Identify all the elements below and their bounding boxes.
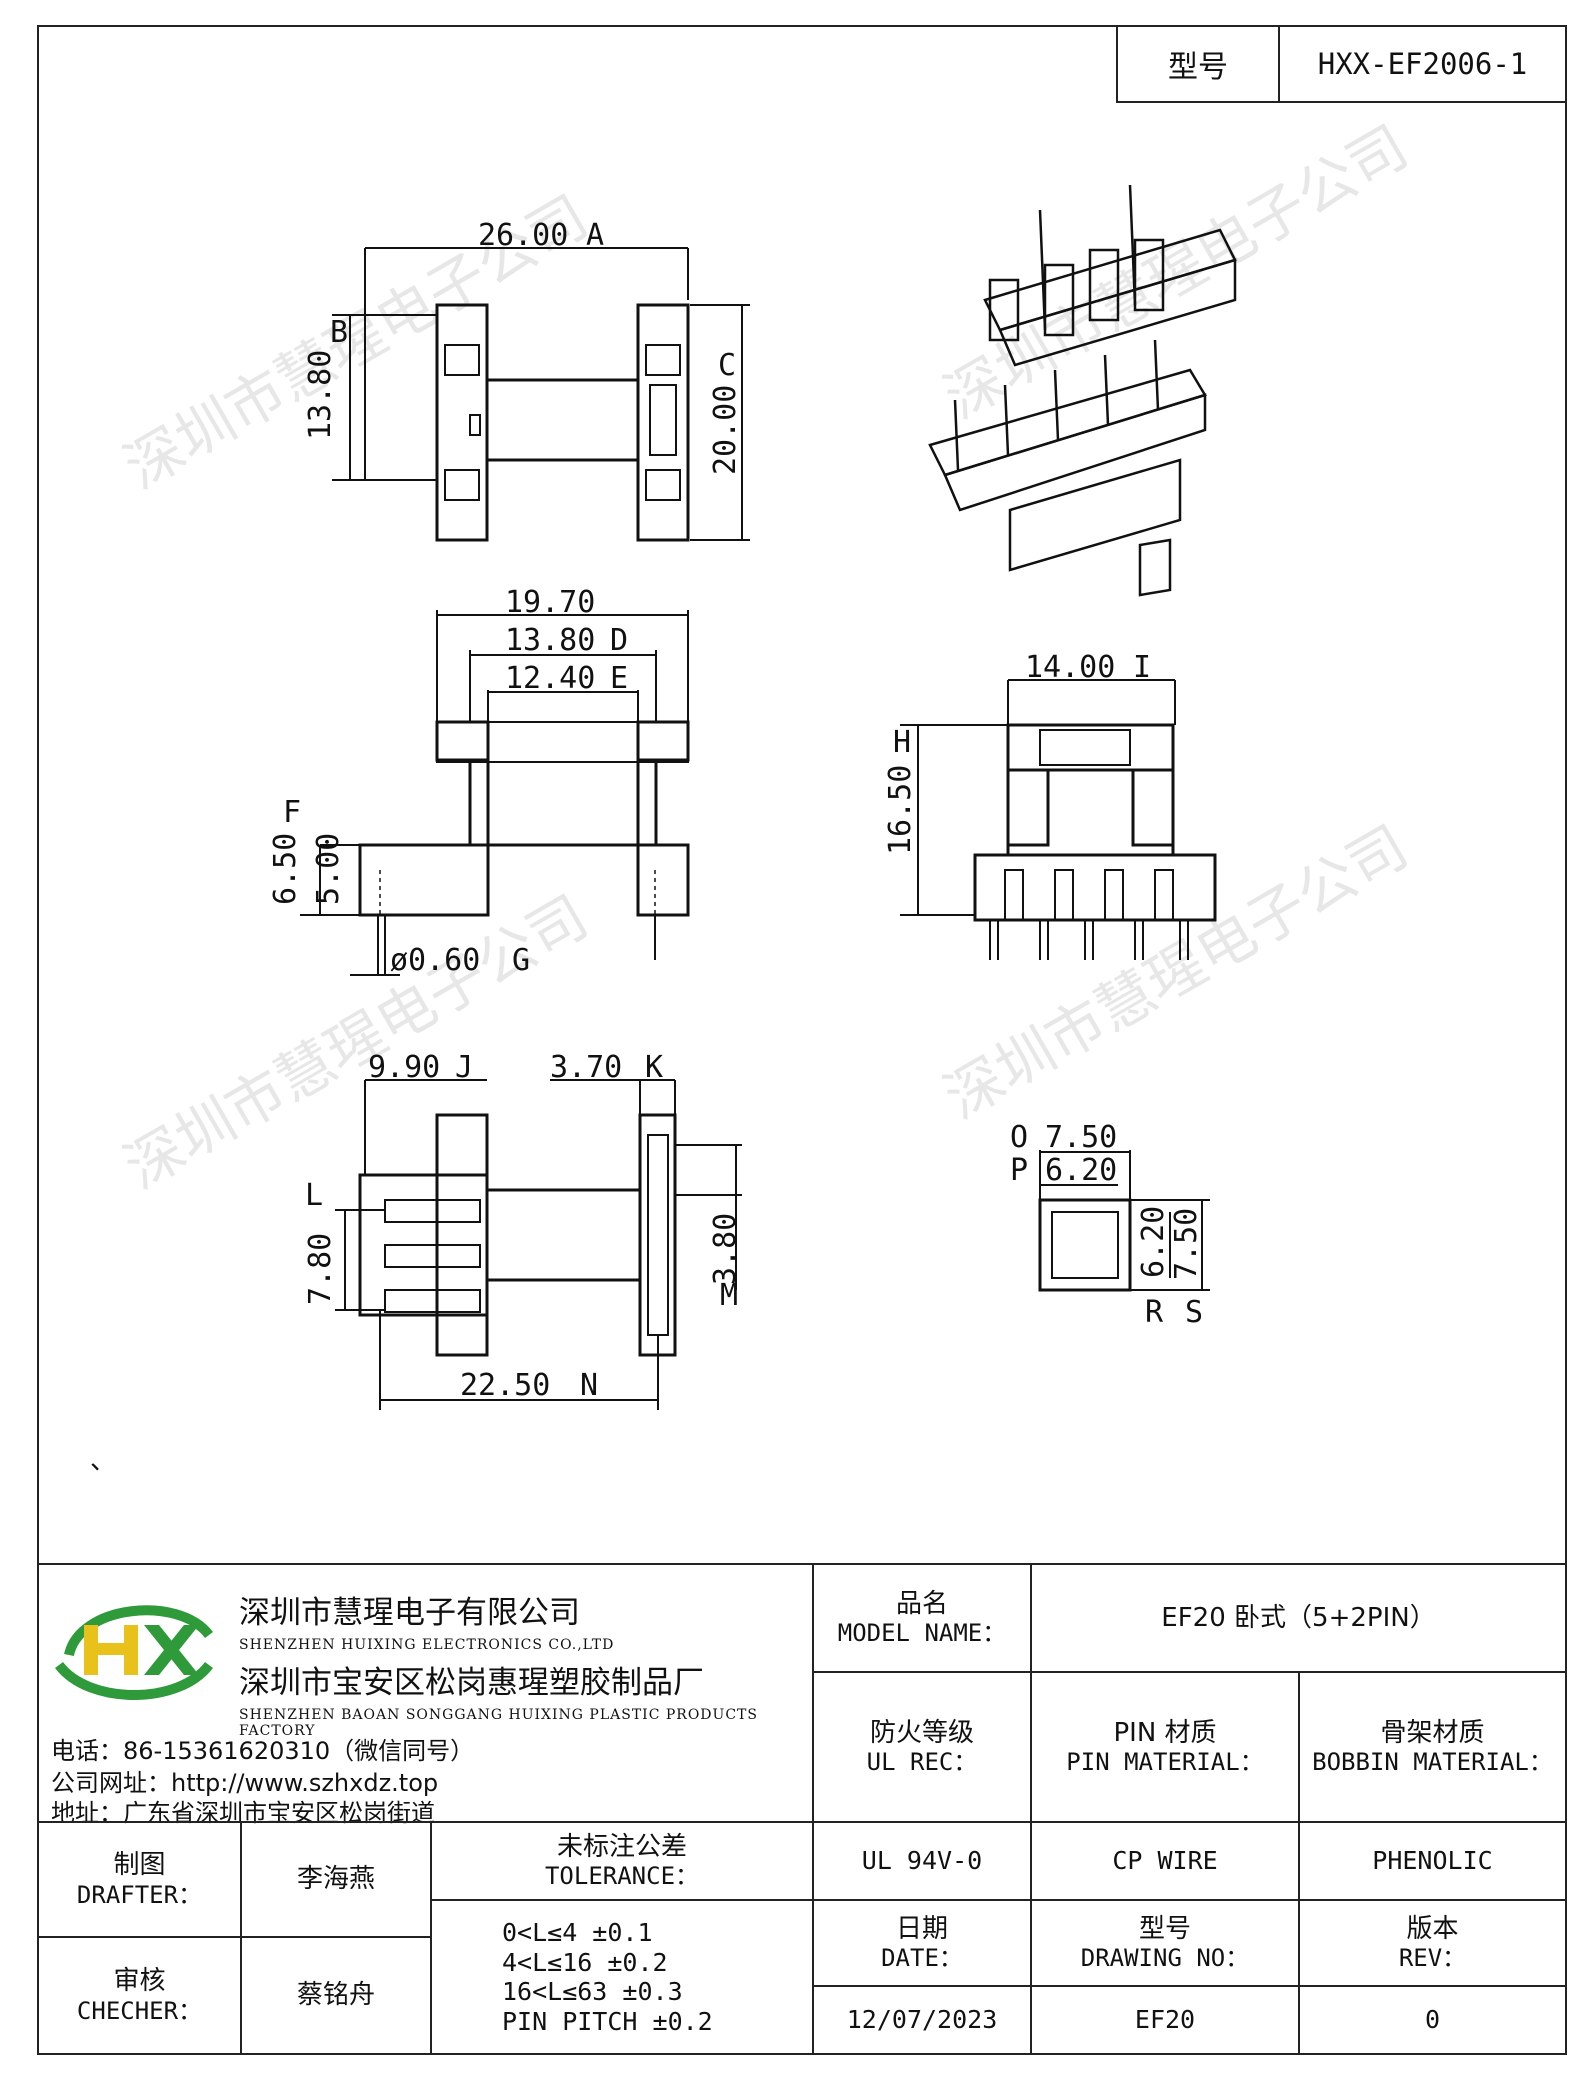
dim-k: 3.70 xyxy=(550,1050,622,1085)
dim-p: 6.20 xyxy=(1045,1153,1117,1188)
dim-j: 9.90 xyxy=(368,1050,440,1085)
factory-name-cn: 深圳市宝安区松岗惠瑆塑胶制品厂 xyxy=(239,1665,704,1701)
marker-i: I xyxy=(1133,650,1151,685)
checker-name: 蔡铭舟 xyxy=(240,1936,432,2055)
dim-s: 7.50 xyxy=(1169,1208,1204,1280)
model-box: 型号 HXX-EF2006-1 xyxy=(1116,25,1567,103)
date-label: 日期 DATE： xyxy=(812,1899,1032,1987)
marker-b: B xyxy=(330,315,348,350)
marker-k: K xyxy=(645,1050,663,1085)
tolerance-label: 未标注公差 TOLERANCE： xyxy=(430,1821,814,1901)
dim-i: 14.00 xyxy=(1025,650,1115,685)
model-label: 型号 xyxy=(1118,27,1280,101)
model-name-value: EF20 卧式（5+2PIN） xyxy=(1030,1563,1567,1673)
factory-name-en: SHENZHEN BAOAN SONGGANG HUIXING PLASTIC … xyxy=(239,1707,758,1739)
watermark-4: 深圳市慧瑆电子公司 xyxy=(933,812,1419,1132)
dim-f: 6.50 xyxy=(268,833,303,905)
tolerance-values: 0<L≤4 ±0.1 4<L≤16 ±0.2 16<L≤63 ±0.3 PIN … xyxy=(430,1899,814,2055)
company-info: 深圳市慧瑆电子有限公司 SHENZHEN HUIXING ELECTRONICS… xyxy=(37,1563,814,1827)
dim-g: ø0.60 xyxy=(390,943,480,978)
dim-o: 7.50 xyxy=(1045,1120,1117,1155)
technical-drawing: 深圳市慧瑆电子公司 深圳市慧瑆电子公司 深圳市慧瑆电子公司 深圳市慧瑆电子公司 … xyxy=(113,112,1419,1410)
marker-r: R xyxy=(1145,1295,1164,1330)
rev-value: 0 xyxy=(1298,1985,1567,2055)
dim-d: 13.80 xyxy=(505,623,595,658)
pin-material-value: CP WIRE xyxy=(1030,1821,1300,1901)
top-view xyxy=(332,247,750,542)
rev-label: 版本 REV： xyxy=(1298,1899,1567,1987)
dim-a: 26.00 xyxy=(478,218,568,253)
front-view xyxy=(300,610,690,976)
model-value: HXX-EF2006-1 xyxy=(1317,47,1528,81)
dim-e: 12.40 xyxy=(505,661,595,696)
dim-l: 7.80 xyxy=(303,1233,338,1305)
bottom-view xyxy=(335,1079,742,1410)
dim-h: 16.50 xyxy=(883,765,918,855)
wire-section-view xyxy=(1038,1150,1210,1292)
dim-r: 6.20 xyxy=(1136,1206,1171,1278)
marker-d: D xyxy=(610,623,628,658)
ul-rec-value: UL 94V-0 xyxy=(812,1821,1032,1901)
title-block: 深圳市慧瑆电子有限公司 SHENZHEN HUIXING ELECTRONICS… xyxy=(37,1563,1567,2055)
marker-h: H xyxy=(893,725,911,760)
drawing-no-label: 型号 DRAWING NO： xyxy=(1030,1899,1300,1987)
date-value: 12/07/2023 xyxy=(812,1985,1032,2055)
marker-m: M xyxy=(720,1278,738,1313)
stray-mark: 、 xyxy=(90,1446,117,1476)
marker-n: N xyxy=(580,1368,598,1403)
marker-c: C xyxy=(718,348,736,383)
dim-b: 13.80 xyxy=(303,350,338,440)
side-view xyxy=(900,679,1217,960)
ul-rec-label: 防火等级 UL REC： xyxy=(812,1671,1032,1823)
marker-e: E xyxy=(610,661,628,696)
drafter-label: 制图 DRAFTER： xyxy=(37,1821,242,1938)
drafter-name: 李海燕 xyxy=(240,1821,432,1938)
dim-n: 22.50 xyxy=(460,1368,550,1403)
dim-d-top: 19.70 xyxy=(505,585,595,620)
company-name-cn: 深圳市慧瑆电子有限公司 xyxy=(239,1595,580,1631)
dim-m: 3.80 xyxy=(708,1213,743,1285)
dim-c: 20.00 xyxy=(708,385,743,475)
marker-p: P xyxy=(1010,1153,1028,1188)
bobbin-material-value: PHENOLIC xyxy=(1298,1821,1567,1901)
marker-s: S xyxy=(1185,1295,1203,1330)
watermark-2: 深圳市慧瑆电子公司 xyxy=(933,112,1419,432)
company-name-en: SHENZHEN HUIXING ELECTRONICS CO.,LTD xyxy=(239,1637,615,1653)
marker-j: J xyxy=(455,1050,473,1085)
marker-o: O xyxy=(1010,1120,1028,1155)
marker-g: G xyxy=(512,943,530,978)
company-phone: 电话：86-15361620310（微信同号） xyxy=(51,1737,475,1765)
company-logo xyxy=(55,1605,213,1700)
marker-a: A xyxy=(586,218,604,253)
checker-label: 审核 CHECHER： xyxy=(37,1936,242,2055)
marker-l: L xyxy=(305,1178,323,1213)
isometric-view xyxy=(928,184,1237,597)
company-website: 公司网址：http://www.szhxdz.top xyxy=(51,1769,439,1797)
watermark-3: 深圳市慧瑆电子公司 xyxy=(113,882,599,1202)
marker-f: F xyxy=(283,795,301,830)
dim-f-inner: 5.00 xyxy=(311,833,346,905)
watermarks: 深圳市慧瑆电子公司 深圳市慧瑆电子公司 深圳市慧瑆电子公司 深圳市慧瑆电子公司 xyxy=(113,112,1419,1202)
bobbin-material-label: 骨架材质 BOBBIN MATERIAL： xyxy=(1298,1671,1567,1823)
model-name-label: 品名 MODEL NAME： xyxy=(812,1563,1032,1673)
drawing-no-value: EF20 xyxy=(1030,1985,1300,2055)
pin-material-label: PIN 材质 PIN MATERIAL： xyxy=(1030,1671,1300,1823)
